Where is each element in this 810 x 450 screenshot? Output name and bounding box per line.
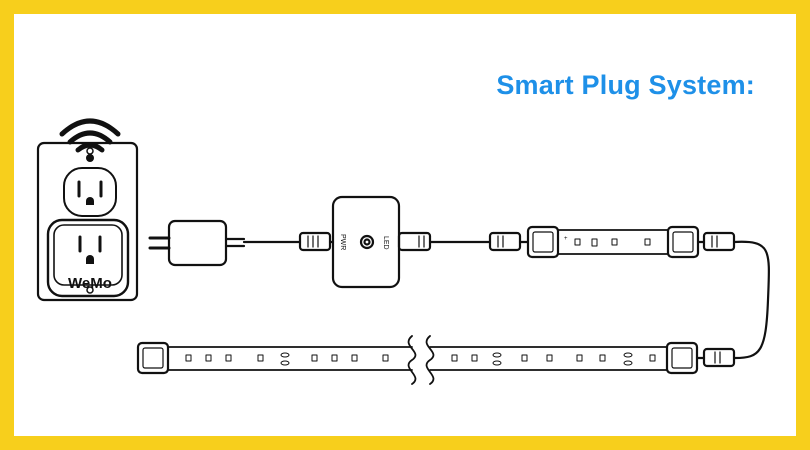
lower-led-strip xyxy=(136,335,736,385)
svg-text:+: + xyxy=(564,236,568,242)
wifi-icon xyxy=(59,118,121,162)
led-controller: PWR LED xyxy=(331,195,401,289)
led-label: LED xyxy=(382,236,389,250)
upper-led-strip: + xyxy=(526,225,736,259)
power-adapter xyxy=(148,219,246,267)
adapter-cable xyxy=(242,231,335,252)
pwr-label: PWR xyxy=(339,234,346,250)
wemo-smart-plug: WeMo xyxy=(46,218,130,298)
loop-cable xyxy=(732,240,770,360)
wall-outlet xyxy=(36,141,139,302)
controller-output-cable xyxy=(397,231,529,252)
diagram-title: Smart Plug System: xyxy=(496,70,755,100)
wemo-label: WeMo xyxy=(68,275,112,292)
